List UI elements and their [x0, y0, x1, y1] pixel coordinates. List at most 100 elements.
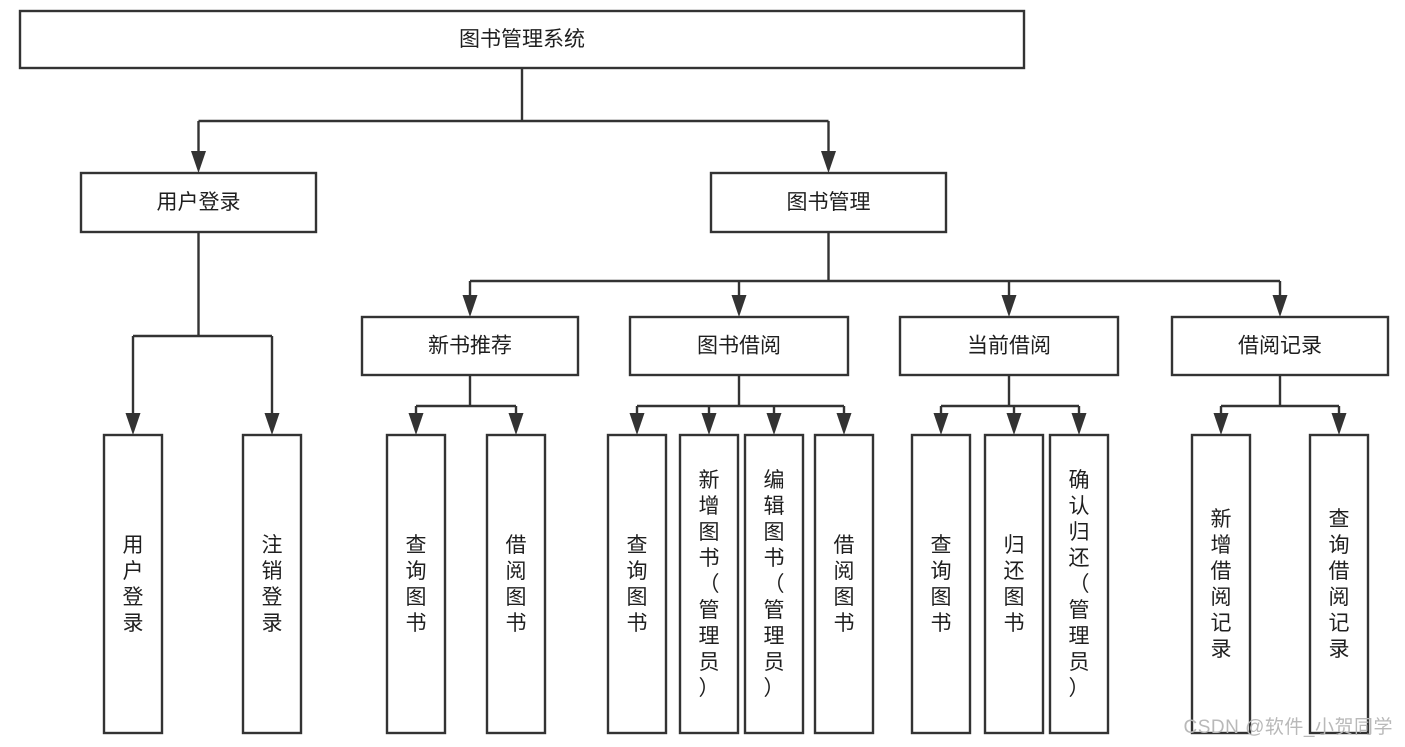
node-label-char: 阅: [834, 560, 855, 583]
node-label-char: 注: [262, 534, 283, 557]
node-label-char: 图: [627, 586, 648, 609]
edge-group-current-borrow: [933, 375, 1087, 435]
node-label-char: 理: [1069, 625, 1090, 648]
node-label-char: 图: [764, 521, 785, 544]
node-label-char: 归: [1069, 521, 1090, 544]
node-box: [709, 171, 948, 234]
node-label-char: ）: [1069, 677, 1090, 700]
node-box: [678, 433, 740, 735]
node-leaf-user-login[interactable]: 用户登录: [102, 433, 164, 735]
arrow-head-icon: [933, 413, 949, 435]
node-label-char: 书: [764, 547, 785, 570]
node-label-char: 图: [699, 521, 720, 544]
node-label-char: 书: [406, 612, 427, 635]
node-box: [813, 433, 875, 735]
node-label-char: 借: [1211, 560, 1232, 583]
node-box: [606, 433, 668, 735]
arrow-head-icon: [1272, 295, 1288, 317]
node-box: [1190, 433, 1252, 735]
node-label: 用户登录: [157, 191, 241, 214]
node-label: 当前借阅: [967, 335, 1051, 358]
node-box: [1170, 315, 1390, 377]
arrow-head-icon: [462, 295, 478, 317]
node-label-char: 录: [1329, 638, 1350, 661]
node-label-char: 销: [262, 560, 283, 583]
node-label-char: 查: [1329, 508, 1350, 531]
arrow-head-icon: [408, 413, 424, 435]
connector-layer: [125, 68, 1347, 435]
arrow-head-icon: [766, 413, 782, 435]
node-label-char: 图: [506, 586, 527, 609]
node-label-char: 录: [262, 612, 283, 635]
node-label-char: 询: [1329, 534, 1350, 557]
node-label-char: ）: [699, 677, 720, 700]
node-label-char: 借: [1329, 560, 1350, 583]
node-box: [910, 433, 972, 735]
node-label-char: 录: [1211, 638, 1232, 661]
node-layer: 图书管理系统用户登录图书管理新书推荐图书借阅当前借阅借阅记录用户登录注销登录查询…: [18, 9, 1390, 735]
node-box: [79, 171, 318, 234]
node-book-borrow[interactable]: 图书借阅: [628, 315, 850, 377]
node-label-char: 借: [506, 534, 527, 557]
edge-group-root: [191, 68, 836, 173]
node-box: [385, 433, 447, 735]
node-label-char: 书: [627, 612, 648, 635]
arrow-head-icon: [264, 413, 280, 435]
node-label-char: 认: [1069, 495, 1090, 518]
node-label-char: 询: [406, 560, 427, 583]
node-box: [1048, 433, 1110, 735]
node-label-char: （: [699, 573, 720, 596]
node-label: 新书推荐: [428, 335, 512, 358]
node-label-char: 图: [931, 586, 952, 609]
arrow-head-icon: [1071, 413, 1087, 435]
node-current-borrow[interactable]: 当前借阅: [898, 315, 1120, 377]
node-box: [743, 433, 805, 735]
node-label-char: 员: [764, 651, 785, 674]
node-label-char: 询: [627, 560, 648, 583]
node-borrow-record[interactable]: 借阅记录: [1170, 315, 1390, 377]
node-box: [1308, 433, 1370, 735]
node-label-char: 理: [764, 625, 785, 648]
node-root[interactable]: 图书管理系统: [18, 9, 1026, 70]
node-label-char: 书: [834, 612, 855, 635]
node-box: [241, 433, 303, 735]
node-label-char: 书: [699, 547, 720, 570]
edge-group-user-login: [125, 232, 280, 435]
node-box: [628, 315, 850, 377]
node-user-login[interactable]: 用户登录: [79, 171, 318, 234]
node-label-char: 记: [1211, 612, 1232, 635]
node-label-char: 登: [262, 586, 283, 609]
edge-group-book-borrow: [629, 375, 852, 435]
node-label-char: 书: [931, 612, 952, 635]
arrow-head-icon: [836, 413, 852, 435]
node-box: [485, 433, 547, 735]
arrow-head-icon: [1001, 295, 1017, 317]
node-book-manage[interactable]: 图书管理: [709, 171, 948, 234]
node-box: [360, 315, 580, 377]
node-label-char: 理: [699, 625, 720, 648]
node-new-book-rec[interactable]: 新书推荐: [360, 315, 580, 377]
node-label: 借阅记录: [1238, 335, 1322, 358]
node-label-char: 阅: [1211, 586, 1232, 609]
node-label-char: 记: [1329, 612, 1350, 635]
edge-group-borrow-record: [1213, 375, 1347, 435]
node-label-char: 新: [1211, 508, 1232, 531]
node-label-char: 用: [123, 534, 144, 557]
node-label-char: 还: [1004, 560, 1025, 583]
node-label-char: 查: [627, 534, 648, 557]
node-label-char: 阅: [506, 560, 527, 583]
